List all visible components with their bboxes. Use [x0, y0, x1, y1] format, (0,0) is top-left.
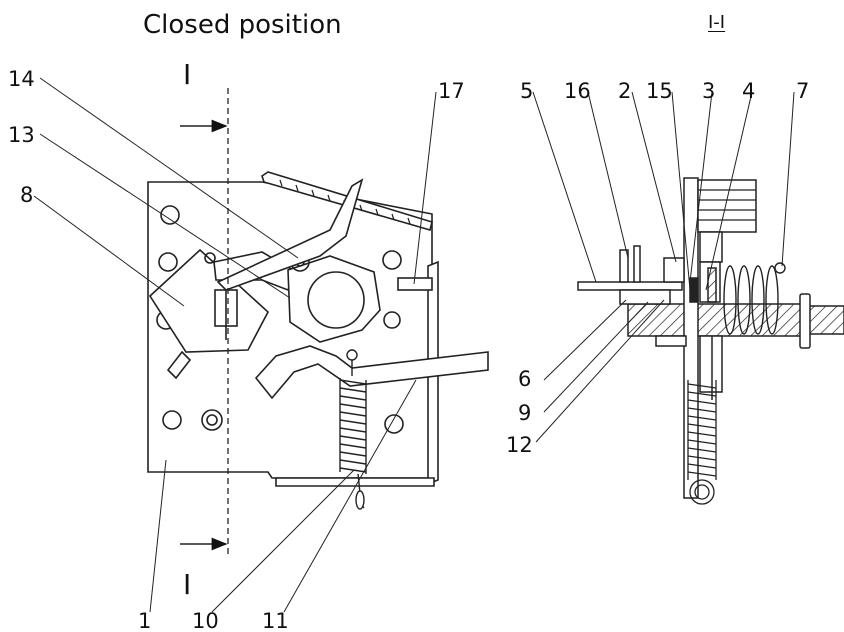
- callout-6: 6: [518, 367, 531, 391]
- callout-9: 9: [518, 401, 531, 425]
- bottom-tab: [275, 477, 435, 487]
- callout-13: 13: [8, 123, 35, 147]
- section-view-title: I-I: [708, 12, 726, 33]
- callout-7: 7: [796, 79, 809, 103]
- leader-lines-front: [33, 77, 437, 613]
- callout-5: 5: [520, 79, 533, 103]
- callout-8: 8: [20, 183, 33, 207]
- section-mark-bottom: I: [183, 568, 191, 601]
- callout-16: 16: [564, 79, 591, 103]
- shaft-hole: [307, 271, 365, 329]
- section-view: [577, 177, 844, 505]
- callout-14: 14: [8, 67, 35, 91]
- latch-lever: [254, 345, 489, 400]
- tension-spring: [339, 349, 367, 510]
- callout-10: 10: [192, 609, 219, 632]
- diagram-title: Closed position: [143, 10, 342, 40]
- callout-labels: 14 13 8 17 1 10 11 5 16 2 15 3 4 7 6 9 1…: [8, 67, 809, 632]
- callout-12: 12: [506, 433, 533, 457]
- callout-17: 17: [438, 79, 465, 103]
- top-comb: [697, 179, 757, 233]
- callout-15: 15: [646, 79, 673, 103]
- upper-arm: [216, 178, 364, 291]
- compression-spring: [723, 262, 786, 335]
- section-mark-top: I: [183, 58, 191, 91]
- shaft: [627, 303, 809, 337]
- callout-4: 4: [742, 79, 755, 103]
- callout-2: 2: [618, 79, 631, 103]
- callout-1: 1: [138, 609, 151, 632]
- switch-block: [148, 248, 269, 353]
- callout-11: 11: [262, 609, 289, 632]
- vertical-spring: [687, 380, 717, 505]
- front-view: [147, 88, 489, 556]
- leader-lines-section: [532, 91, 795, 443]
- callout-3: 3: [702, 79, 715, 103]
